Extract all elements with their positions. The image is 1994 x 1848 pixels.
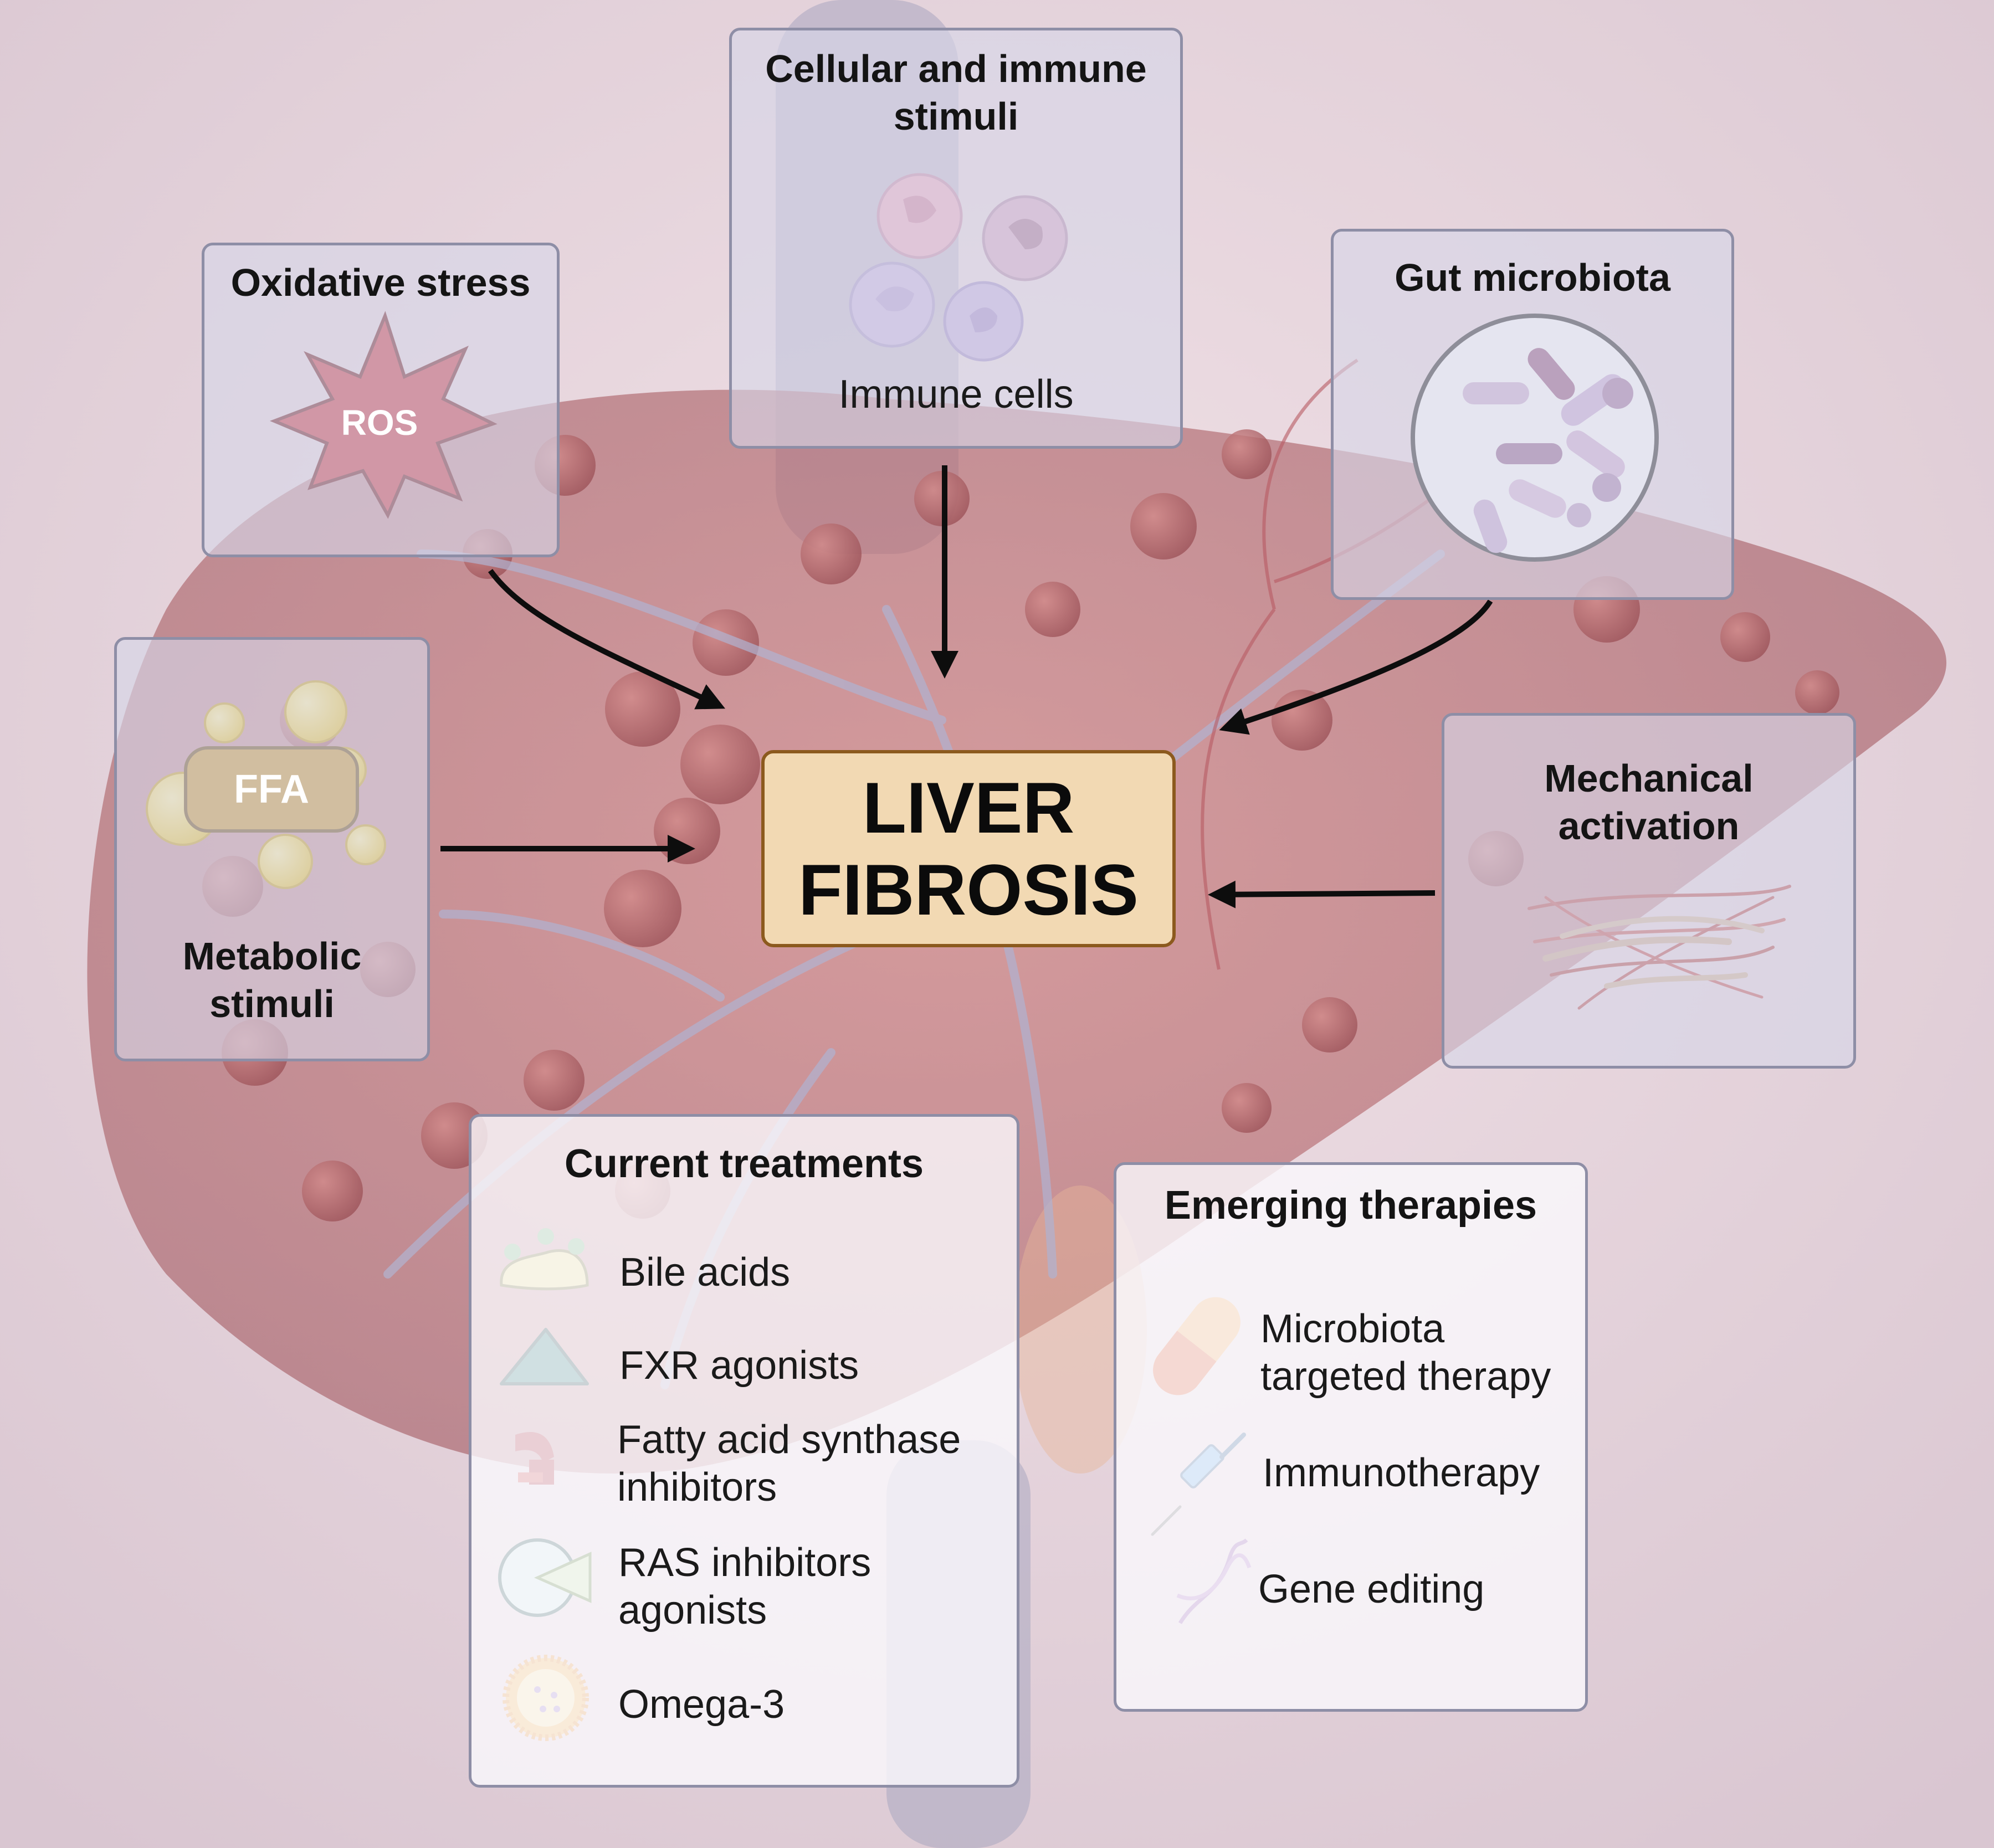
treatment-fas-line1: Fatty acid synthase xyxy=(617,1418,961,1462)
treatment-ras-line1: RAS inhibitors xyxy=(618,1541,872,1585)
immune-cells-caption: Immune cells xyxy=(838,372,1074,417)
center-line1: LIVER xyxy=(862,767,1075,848)
mechanical-activation-panel: Mechanical activation xyxy=(1442,713,1856,1069)
ros-label: ROS xyxy=(341,403,418,443)
gut-microbiota-title: Gut microbiota xyxy=(1395,256,1670,299)
metabolic-stimuli-panel: Metabolic stimuli xyxy=(114,637,430,1061)
metabolic-title-line2: stimuli xyxy=(209,982,335,1025)
oxidative-stress-panel: Oxidative stress xyxy=(202,243,560,557)
center-line2: FIBROSIS xyxy=(798,849,1139,930)
mechanical-title-line2: activation xyxy=(1558,804,1740,848)
treatment-ras-line2: agonists xyxy=(618,1588,767,1633)
emerging-therapies-panel: Emerging therapies xyxy=(1114,1162,1588,1712)
flow-arrows xyxy=(440,465,1493,908)
immune-title-line2: stimuli xyxy=(893,95,1019,138)
current-treatments-panel: Current treatments xyxy=(469,1114,1019,1788)
therapy-microbiota-line1: Microbiota xyxy=(1260,1307,1445,1351)
immune-stimuli-panel: Cellular and immune stimuli Immune cells xyxy=(729,28,1183,449)
treatment-bile-acids: Bile acids xyxy=(619,1250,791,1295)
treatment-omega3: Omega-3 xyxy=(618,1682,785,1727)
treatment-fxr-agonists: FXR agonists xyxy=(619,1343,859,1388)
arrow-oxidative xyxy=(488,569,726,710)
immune-title-line1: Cellular and immune xyxy=(765,47,1147,90)
therapy-microbiota-line2: targeted therapy xyxy=(1260,1354,1551,1399)
ffa-label: FFA xyxy=(234,767,309,812)
gut-microbiota-panel: Gut microbiota xyxy=(1331,229,1734,600)
emerging-therapies-title: Emerging therapies xyxy=(1164,1183,1537,1228)
mechanical-title-line1: Mechanical xyxy=(1544,757,1754,800)
therapy-gene-editing: Gene editing xyxy=(1258,1567,1485,1611)
arrow-gut xyxy=(1219,599,1493,735)
treatment-fas-line2: inhibitors xyxy=(617,1465,777,1510)
therapy-immunotherapy: Immunotherapy xyxy=(1263,1451,1540,1495)
metabolic-title-line1: Metabolic xyxy=(182,935,362,978)
arrow-mechanical xyxy=(1208,880,1436,908)
current-treatments-title: Current treatments xyxy=(564,1142,924,1186)
liver-fibrosis-box: LIVER FIBROSIS xyxy=(761,750,1176,947)
oxidative-stress-title: Oxidative stress xyxy=(230,261,531,304)
